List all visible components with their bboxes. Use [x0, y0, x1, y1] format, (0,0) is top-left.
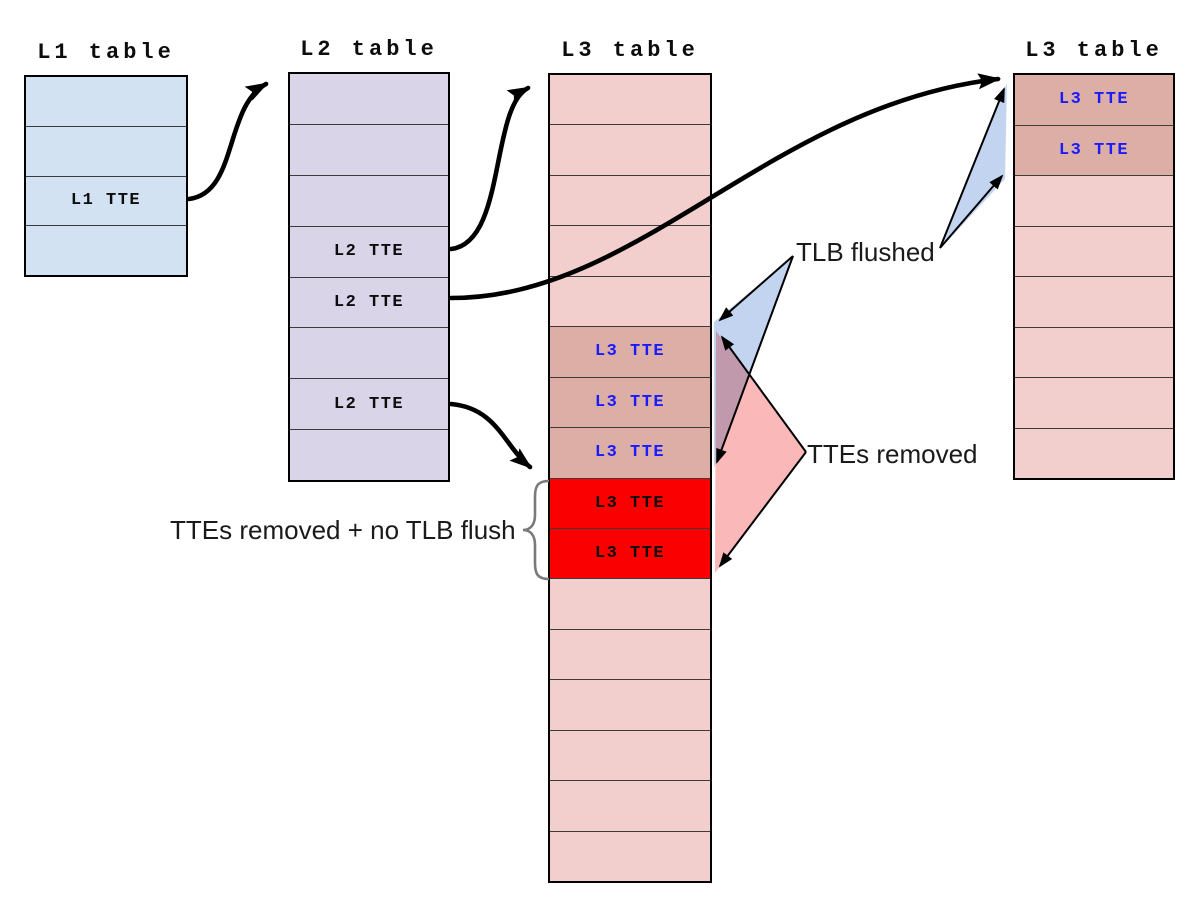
- table-row: [1015, 326, 1173, 378]
- table-row: [550, 225, 710, 275]
- ttes-removed-arrow-bottom: [718, 451, 807, 568]
- table-row: [550, 780, 710, 830]
- ttes-removed-callout-triangle: [715, 331, 806, 573]
- l1-table-title: L1 table: [37, 40, 175, 65]
- table-row-label: L2 TTE: [333, 292, 405, 312]
- table-row-label: L3 TTE: [594, 544, 666, 564]
- table-row-label: L2 TTE: [333, 394, 405, 414]
- tlb-flushed-callout-right-triangle: [940, 83, 1007, 249]
- table-row-label: L1 TTE: [70, 191, 142, 211]
- table-row: L3 TTE: [550, 376, 710, 428]
- arrow-l1tte-to-l2-table: [186, 81, 269, 202]
- table-row: [550, 174, 710, 225]
- ttes-removed-label: TTEs removed: [807, 439, 978, 469]
- table-row: L3 TTE: [550, 527, 710, 579]
- tlb-flushed-right-arrow-bottom: [939, 174, 1004, 249]
- table-row: [1015, 276, 1173, 327]
- table-row: [1015, 427, 1173, 479]
- table-row: [550, 628, 710, 679]
- table-row: [1015, 175, 1173, 226]
- table-row: L3 TTE: [550, 477, 710, 528]
- table-row: [550, 830, 710, 881]
- tlb-flushed-arrow-bottom: [716, 255, 794, 464]
- table-row-label: L2 TTE: [333, 242, 405, 262]
- table-row: [26, 77, 186, 126]
- table-row-label: L3 TTE: [1058, 140, 1130, 160]
- arrow-l2tte-to-removed-rows: [448, 401, 533, 470]
- table-row: L3 TTE: [1015, 124, 1173, 175]
- no-flush-label: TTEs removed + no TLB flush: [170, 515, 516, 545]
- l2-table: L2 TTE L2 TTE L2 TTE: [288, 72, 450, 482]
- table-row: L3 TTE: [550, 427, 710, 478]
- table-row: [26, 225, 186, 275]
- table-row: [550, 578, 710, 628]
- table-row: L2 TTE: [290, 276, 448, 328]
- table-row: L3 TTE: [550, 326, 710, 377]
- l3-table-middle-title: L3 table: [561, 38, 699, 63]
- table-row: [550, 75, 710, 124]
- l3-table-right: L3 TTE L3 TTE: [1013, 73, 1175, 480]
- tlb-flushed-right-arrow-top: [939, 87, 1005, 249]
- tlb-flushed-callout-left-triangle: [714, 256, 793, 468]
- l3-table-right-title: L3 table: [1025, 38, 1163, 63]
- table-row: [550, 729, 710, 780]
- table-row: [26, 125, 186, 176]
- curly-brace: [522, 479, 550, 581]
- l1-table: L1 TTE: [24, 75, 188, 277]
- table-row: [290, 74, 448, 124]
- table-row: [290, 174, 448, 226]
- table-row: [290, 123, 448, 175]
- table-row: L2 TTE: [290, 225, 448, 277]
- table-row-label: L3 TTE: [594, 392, 666, 412]
- table-row: [550, 679, 710, 729]
- l3-table-middle: L3 TTE L3 TTE L3 TTE L3 TTE L3 TTE: [548, 73, 712, 883]
- l2-table-title: L2 table: [300, 37, 438, 62]
- arrow-l2tte-to-l3-middle-table: [448, 85, 531, 252]
- table-row: [1015, 377, 1173, 428]
- table-row: [290, 429, 448, 480]
- table-row: [290, 327, 448, 378]
- table-row: [1015, 225, 1173, 277]
- table-row-label: L3 TTE: [594, 443, 666, 463]
- table-row-label: L3 TTE: [594, 342, 666, 362]
- table-row: [550, 275, 710, 326]
- table-row: L2 TTE: [290, 378, 448, 429]
- table-row: L3 TTE: [1015, 75, 1173, 125]
- tlb-flushed-arrow-top: [718, 255, 794, 322]
- table-row-label: L3 TTE: [594, 493, 666, 513]
- tlb-flushed-label: TLB flushed: [796, 237, 935, 267]
- table-row: [550, 124, 710, 174]
- ttes-removed-arrow-top: [720, 335, 807, 453]
- table-row-label: L3 TTE: [1058, 90, 1130, 110]
- table-row: L1 TTE: [26, 175, 186, 226]
